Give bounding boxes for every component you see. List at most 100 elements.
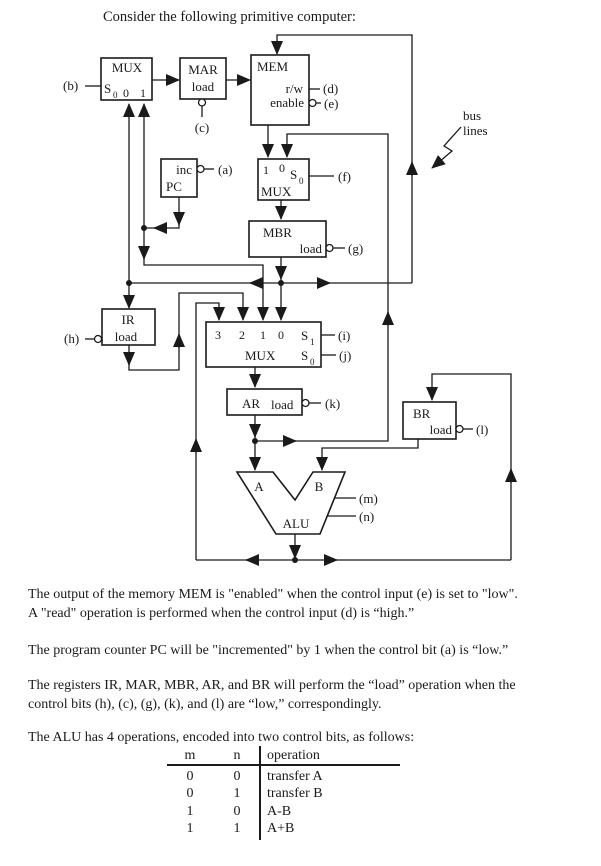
pc-inc-bubble — [196, 164, 205, 174]
mux-c-s0-label: S — [301, 348, 308, 363]
br-box — [402, 401, 457, 440]
mem-note-line-2: A "read" operation is performed when the… — [28, 606, 415, 621]
mux-c-s1-label: S — [301, 328, 308, 343]
alu-shape — [235, 471, 347, 535]
ir-box — [101, 308, 156, 346]
ir-load-bubble — [93, 334, 103, 344]
page-title: Consider the following primitive compute… — [103, 9, 356, 25]
table-cell: 1 — [186, 821, 194, 836]
mem-rw-label: r/w — [286, 81, 304, 96]
mux-a-select-label: S — [104, 81, 111, 96]
mem-note-line-1: The output of the memory MEM is "enabled… — [28, 587, 518, 602]
wire-bus-to-br — [426, 373, 512, 560]
ar-load-label: load — [271, 397, 294, 412]
bus-lines-label-2: lines — [463, 123, 488, 138]
ctl-e-label: (e) — [324, 96, 338, 111]
ctl-m-label: (m) — [359, 491, 378, 506]
mar-label: MAR — [188, 62, 218, 77]
table-cell: A+B — [267, 821, 295, 836]
registers-note-line-2: control bits (h), (c), (g), (k), and (l)… — [28, 697, 382, 712]
mux-a-in0-label: 0 — [123, 86, 129, 100]
mar-load-label: load — [192, 79, 215, 94]
ar-label: AR — [242, 396, 260, 411]
pc-inc-label: inc — [176, 162, 192, 177]
table-cell: 1 — [233, 786, 241, 801]
ctl-k-label: (k) — [325, 396, 340, 411]
ctl-h-label: (h) — [64, 331, 79, 346]
mux-a-in1-label: 1 — [140, 86, 146, 100]
alu-note: The ALU has 4 operations, encoded into t… — [28, 730, 415, 745]
table-cell: 1 — [233, 821, 241, 836]
mux-c-box — [205, 321, 322, 368]
ctl-l-label: (l) — [476, 422, 488, 437]
bus-lines-label-1: bus — [463, 108, 481, 123]
mux-b-box — [257, 158, 310, 201]
ctl-a-label: (a) — [218, 162, 232, 177]
mux-c-s0-sub: 0 — [310, 357, 315, 367]
wiring — [85, 34, 517, 566]
mux-a-box — [100, 57, 153, 101]
mux-c-s1-sub: 1 — [310, 337, 315, 347]
mux-b-in0-label: 0 — [279, 161, 285, 175]
mem-enable-label: enable — [270, 95, 304, 110]
ctl-n-label: (n) — [359, 509, 374, 524]
junction-dots — [126, 225, 298, 563]
mem-box — [250, 54, 310, 126]
mux-b-in1-label: 1 — [263, 163, 269, 177]
mux-c-in2-label: 2 — [239, 328, 245, 342]
mux-b-select-label: S — [290, 167, 297, 182]
table-cell: 0 — [233, 769, 241, 784]
pc-box — [160, 158, 198, 198]
alu-b-port-label: B — [315, 479, 324, 494]
control-bubbles — [93, 98, 464, 434]
mbr-load-bubble — [325, 243, 334, 253]
alu-a-port-label: A — [254, 479, 264, 494]
table-cell: A-B — [267, 804, 292, 819]
br-load-label: load — [430, 422, 453, 437]
bus-lines-arrow — [431, 126, 462, 169]
wire-br-out — [316, 439, 419, 471]
table-cell: 0 — [186, 786, 194, 801]
pc-label: PC — [166, 179, 182, 194]
wire-pc-to-muxc1 — [143, 228, 269, 321]
ctl-f-label: (f) — [338, 169, 351, 184]
table-cell: 1 — [186, 804, 194, 819]
mux-b-label: MUX — [261, 184, 292, 199]
table-column-rule — [259, 746, 261, 840]
ir-label: IR — [122, 312, 135, 327]
mem-enable-bubble — [308, 98, 317, 108]
mem-label: MEM — [257, 59, 289, 74]
table-header-m: m — [184, 748, 196, 763]
ctl-c-label: (c) — [195, 120, 209, 135]
mux-c-in3-label: 3 — [215, 328, 221, 342]
br-load-bubble — [455, 424, 464, 434]
wire-alu-loop — [195, 302, 225, 560]
mux-a-label: MUX — [112, 60, 143, 75]
table-header-n: n — [233, 748, 241, 763]
mux-a-select-sub: 0 — [113, 90, 118, 100]
mar-box — [179, 57, 227, 100]
ctl-d-label: (d) — [323, 81, 338, 96]
registers-note-line-1: The registers IR, MAR, MBR, AR, and BR w… — [28, 678, 516, 693]
mbr-box — [248, 220, 327, 258]
mux-c-in0-label: 0 — [278, 328, 284, 342]
wire-bus-to-mem — [271, 34, 413, 283]
mux-c-in1-label: 1 — [260, 328, 266, 342]
table-header-operation: operation — [267, 748, 320, 763]
mux-c-label: MUX — [245, 348, 276, 363]
alu-label: ALU — [283, 516, 310, 531]
ir-load-label: load — [115, 329, 138, 344]
table-header-rule — [167, 764, 400, 766]
table-cell: transfer A — [267, 769, 323, 784]
mux-b-select-sub: 0 — [299, 176, 304, 186]
ctl-b-label: (b) — [63, 78, 78, 93]
computer-diagram: MUX S 0 0 1 (b) MAR load (c) MEM r/w ena… — [63, 34, 517, 566]
mar-load-bubble — [197, 98, 207, 107]
ctl-g-label: (g) — [348, 241, 363, 256]
ctl-i-label: (i) — [338, 328, 350, 343]
wire-pc-out — [144, 197, 180, 229]
table-cell: transfer B — [267, 786, 323, 801]
ctl-j-label: (j) — [339, 348, 351, 363]
wire-ar-to-muxb — [255, 133, 389, 442]
